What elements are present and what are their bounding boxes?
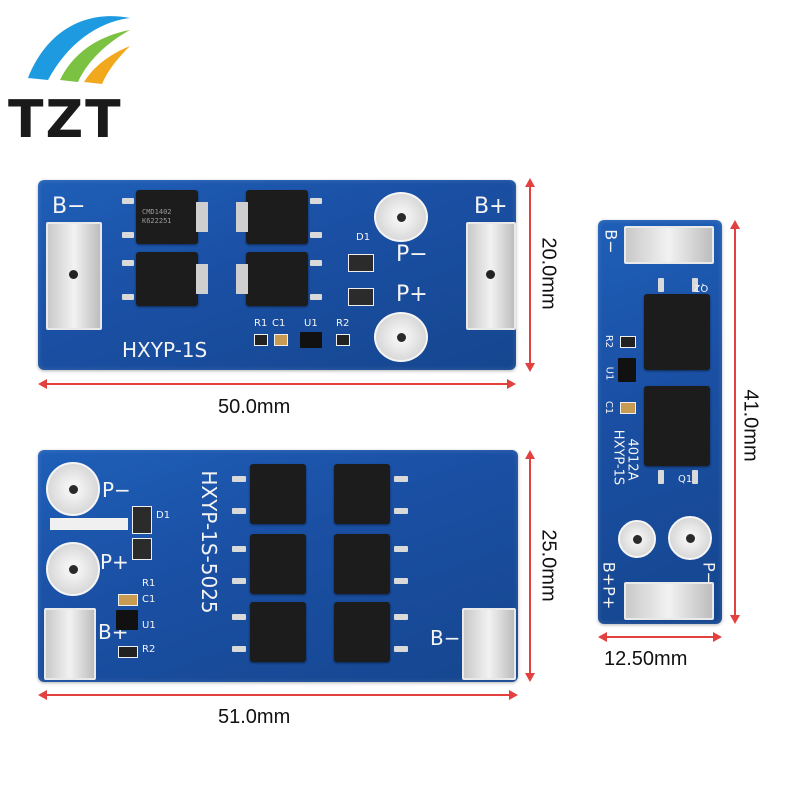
mosfet-q4 [334, 534, 390, 594]
pminus-pad [46, 462, 100, 516]
ref-c1: C1 [272, 318, 286, 329]
mosfet-q6 [334, 602, 390, 662]
ref-u1: U1 [142, 620, 156, 631]
mosfet-q2 [334, 464, 390, 524]
bplus-pad [466, 222, 516, 330]
terminal-bminus-label: B− [601, 229, 621, 254]
board-model: HXYP-1S [610, 429, 626, 486]
terminal-bminus-label: B− [430, 626, 461, 650]
height-dimension-line [529, 180, 531, 370]
ref-q1: Q1 [678, 474, 693, 485]
width-dimension-line [40, 383, 514, 385]
pcb-board-hxyp-1s: B− B+ CMD1402 K622251 D1 P− P+ R1 C1 U1 … [38, 180, 516, 370]
diode-d1 [348, 254, 374, 272]
ref-r1: R1 [142, 578, 156, 589]
board2-height: 25.0mm [537, 529, 560, 602]
pplus-pad [618, 520, 656, 558]
ref-u1: U1 [603, 366, 615, 381]
brand-name: TZT [8, 90, 123, 150]
bplus-pad [624, 582, 714, 620]
board3-width: 12.50mm [604, 648, 688, 670]
bminus-pad [46, 222, 102, 330]
ref-c1: C1 [142, 594, 156, 605]
board3-height: 41.0mm [739, 389, 762, 462]
terminal-pplus-label: P+ [396, 282, 428, 307]
diode-d1 [132, 506, 152, 534]
mosfet-q1 [250, 464, 306, 524]
ref-r2: R2 [603, 334, 615, 349]
ref-r2: R2 [336, 318, 350, 329]
logo-icon [28, 16, 130, 84]
board1-width: 50.0mm [218, 396, 291, 418]
chip-u1 [116, 610, 138, 630]
pminus-pad [668, 516, 712, 560]
mosfet-q3 [250, 534, 306, 594]
terminal-pplus-label: P+ [100, 550, 129, 574]
ref-d1: D1 [356, 232, 371, 243]
ref-d1: D1 [156, 510, 171, 521]
terminal-bminus-label: B− [52, 194, 86, 219]
pcb-board-hxyp-1s-4012a: B− Q2 Q1 R2 U1 C1 HXYP-1S 4012A P− B+P+ [598, 220, 722, 624]
brand-logo [18, 8, 138, 93]
mosfet-q2 [644, 294, 710, 370]
terminal-bplus-label: B+ [474, 194, 508, 219]
pcb-board-hxyp-1s-5025: P− P+ D1 B+ B− R1 C1 U1 R2 HXYP-1S-5025 [38, 450, 518, 682]
terminal-pminus-label: P− [396, 242, 428, 267]
ref-q2: Q2 [694, 282, 709, 293]
width-dimension-line [600, 636, 720, 638]
mosfet-q3 [136, 252, 208, 306]
board-current: 4012A [624, 438, 640, 481]
height-dimension-line [529, 452, 531, 680]
mosfet-q5 [250, 602, 306, 662]
chip-u1 [618, 358, 636, 382]
width-dimension-line [40, 694, 516, 696]
board2-width: 51.0mm [218, 706, 291, 728]
ref-r1: R1 [254, 318, 268, 329]
pplus-pad [46, 542, 100, 596]
ref-u1: U1 [304, 318, 318, 329]
bminus-pad [624, 226, 714, 264]
pplus-pad [374, 312, 428, 362]
terminal-pminus-label: P− [102, 478, 131, 502]
mosfet-q1: CMD1402 K622251 [136, 190, 208, 244]
board1-height: 20.0mm [537, 237, 560, 310]
mosfet-q1 [644, 386, 710, 466]
board-model: HXYP-1S [122, 338, 208, 362]
bminus-pad [462, 608, 516, 680]
ref-c1: C1 [603, 400, 615, 415]
chip-u1 [300, 332, 322, 348]
bplus-pad [44, 608, 96, 680]
ref-r2: R2 [142, 644, 156, 655]
board-model: HXYP-1S-5025 [197, 470, 221, 614]
terminal-bplus-pplus-label: B+P+ [599, 561, 619, 610]
mosfet-q4 [236, 252, 308, 306]
mosfet-q2 [236, 190, 308, 244]
diode-d1b [348, 288, 374, 306]
height-dimension-line [734, 222, 736, 622]
pminus-pad [374, 192, 428, 242]
